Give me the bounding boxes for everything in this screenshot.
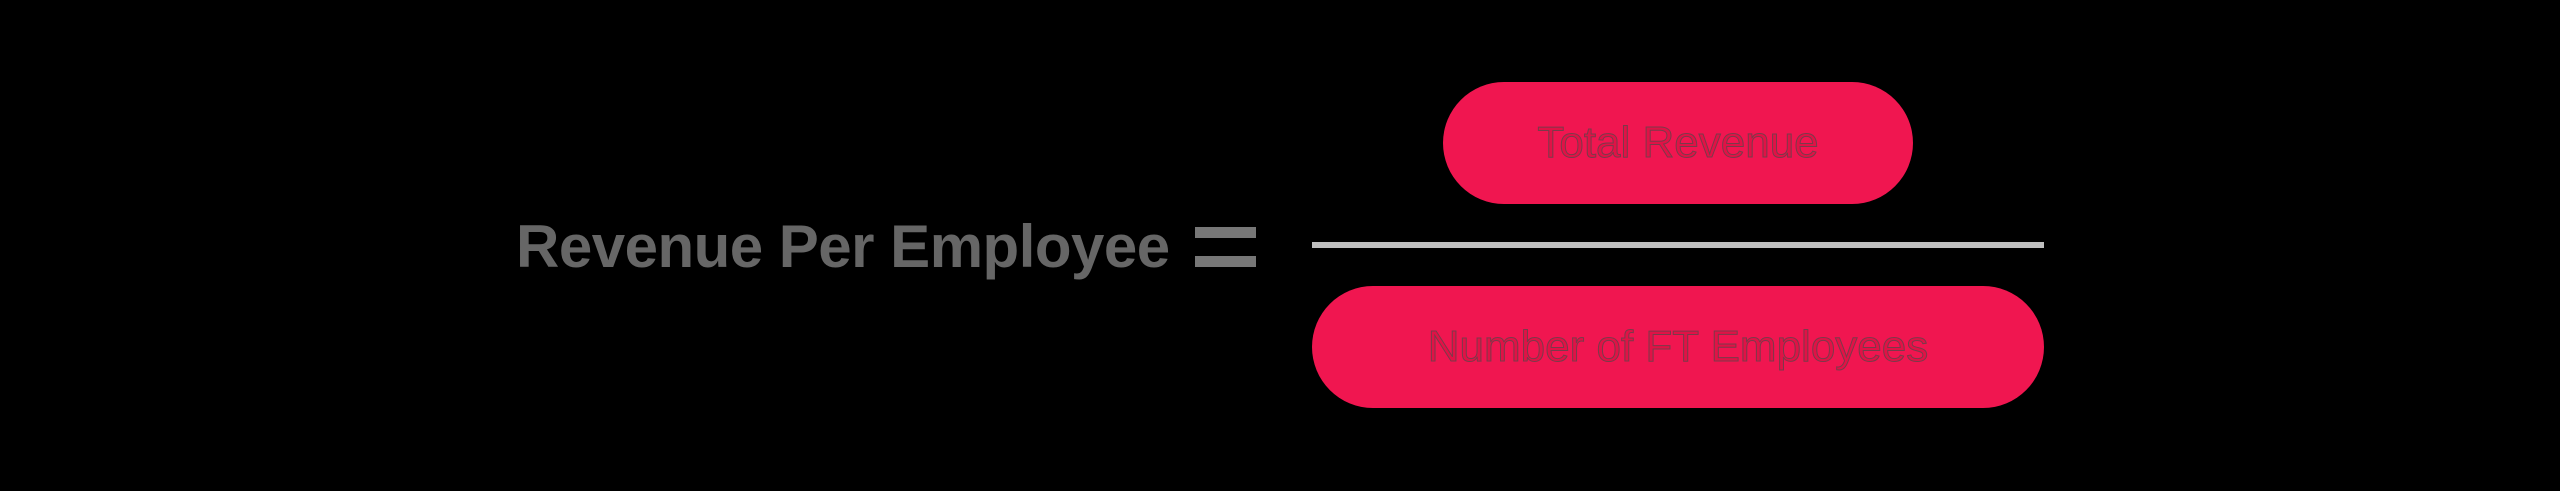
denominator-label: Number of FT Employees — [1427, 322, 1929, 372]
denominator-pill: Number of FT Employees — [1312, 286, 2044, 408]
numerator-pill: Total Revenue — [1443, 82, 1913, 204]
formula-lhs-label: Revenue Per Employee — [516, 213, 1170, 280]
equals-bar-top — [1195, 227, 1256, 238]
equals-bar-bottom — [1195, 256, 1256, 267]
equals-sign-icon — [1195, 227, 1256, 267]
numerator-label: Total Revenue — [1537, 118, 1819, 168]
fraction-divider-line — [1312, 242, 2044, 248]
